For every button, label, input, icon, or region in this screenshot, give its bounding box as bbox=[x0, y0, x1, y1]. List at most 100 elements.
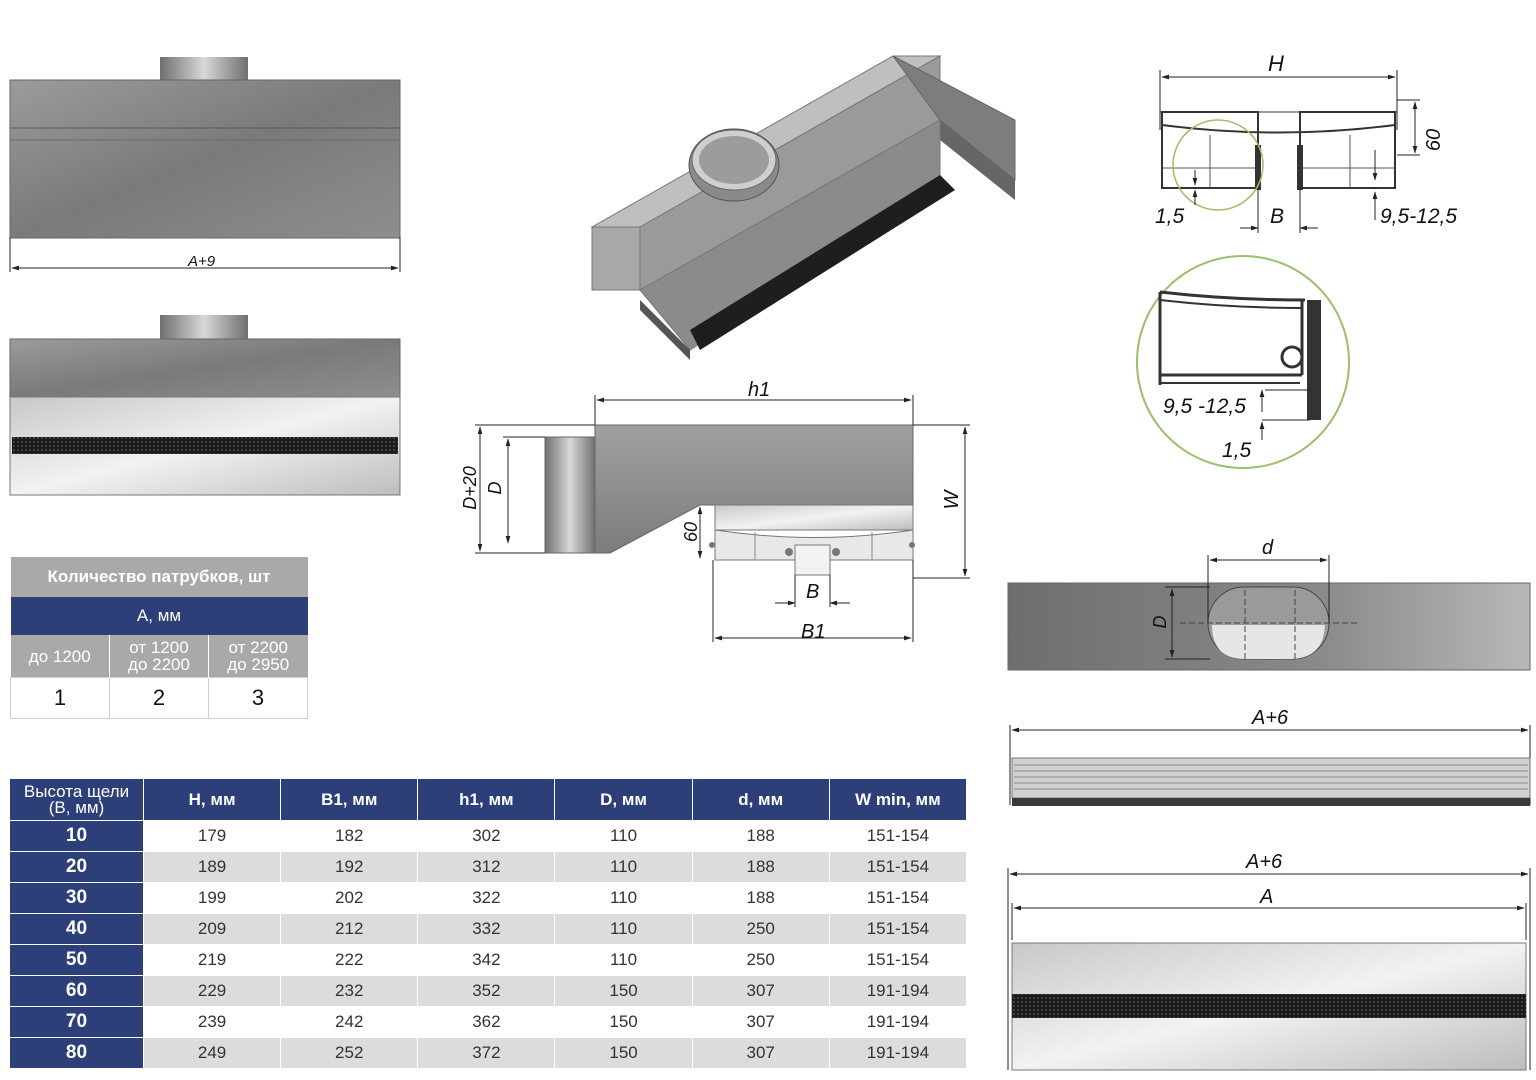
label-b1: B1 bbox=[801, 621, 825, 643]
cell-h1: 302 bbox=[417, 820, 556, 852]
cell-d-small: 307 bbox=[692, 1006, 830, 1038]
label-one-five-top: 1,5 bbox=[1155, 205, 1185, 228]
cell-d-small: 307 bbox=[692, 1037, 830, 1068]
isometric-view bbox=[590, 55, 1016, 360]
cell-d-big: 110 bbox=[554, 851, 693, 883]
cell-d-big: 110 bbox=[554, 944, 693, 976]
cell-h1: 322 bbox=[417, 882, 556, 914]
side-view-top bbox=[9, 57, 401, 272]
label-sixty-top: 60 bbox=[1423, 129, 1445, 151]
cell-h1: 332 bbox=[417, 913, 556, 945]
side-section-view bbox=[475, 395, 970, 642]
label-b-top: B bbox=[1270, 205, 1284, 228]
cell-d-big: 110 bbox=[554, 882, 693, 914]
row-slot-height: 20 bbox=[10, 851, 144, 883]
cell-b1: 182 bbox=[280, 820, 419, 852]
label-h-top: H bbox=[1268, 51, 1284, 76]
cell-d-small: 188 bbox=[692, 851, 830, 883]
label-a-plus-6-second: A+6 bbox=[1245, 851, 1283, 873]
cell-w-min: 151-154 bbox=[829, 882, 968, 914]
cell-d-small: 250 bbox=[692, 944, 830, 976]
cell-b1: 242 bbox=[280, 1006, 419, 1038]
count-table-title: Количество патрубков, шт bbox=[10, 557, 308, 597]
cell-h: 209 bbox=[143, 913, 282, 945]
row-slot-height: 60 bbox=[10, 975, 144, 1007]
row-slot-height: 10 bbox=[10, 820, 144, 852]
cell-h: 229 bbox=[143, 975, 282, 1007]
louver-view bbox=[1009, 725, 1531, 806]
zoom-detail bbox=[1136, 255, 1350, 469]
cell-w-min: 151-154 bbox=[829, 820, 968, 852]
count-value-2: 2 bbox=[109, 677, 209, 719]
cell-d-big: 150 bbox=[554, 975, 693, 1007]
cell-h: 189 bbox=[143, 851, 282, 883]
label-zoom-range: 9,5 -12,5 bbox=[1163, 395, 1246, 418]
cell-d-small: 188 bbox=[692, 882, 830, 914]
label-d-side: D bbox=[485, 482, 505, 495]
spec-header-h1: h1, мм bbox=[417, 779, 556, 821]
row-slot-height: 40 bbox=[10, 913, 144, 945]
cell-d-big: 110 bbox=[554, 820, 693, 852]
row-slot-height: 30 bbox=[10, 882, 144, 914]
spec-header-slot-height: Высота щели(B, мм) bbox=[10, 779, 144, 821]
cell-w-min: 151-154 bbox=[829, 944, 968, 976]
cell-d-small: 307 bbox=[692, 975, 830, 1007]
spec-header-b1: B1, мм bbox=[280, 779, 419, 821]
spec-header-w-min: W min, мм bbox=[829, 779, 968, 821]
label-range-top: 9,5-12,5 bbox=[1380, 205, 1457, 228]
profile-section-view bbox=[1159, 70, 1420, 233]
cell-w-min: 151-154 bbox=[829, 851, 968, 883]
count-value-1: 1 bbox=[10, 677, 110, 719]
cell-d-big: 150 bbox=[554, 1006, 693, 1038]
spec-header-d-big: D, мм bbox=[554, 779, 693, 821]
cell-b1: 222 bbox=[280, 944, 419, 976]
label-a-plus-9: A+9 bbox=[187, 253, 216, 270]
label-w: W bbox=[941, 488, 963, 509]
cell-b1: 232 bbox=[280, 975, 419, 1007]
cell-h: 219 bbox=[143, 944, 282, 976]
row-slot-height: 80 bbox=[10, 1037, 144, 1068]
cell-d-big: 150 bbox=[554, 1037, 693, 1068]
label-d-small: d bbox=[1262, 537, 1274, 559]
nozzle-count-table: Количество патрубков, шт A, мм до 1200 о… bbox=[10, 557, 308, 719]
spec-header-h: H, мм bbox=[143, 779, 282, 821]
row-slot-height: 50 bbox=[10, 944, 144, 976]
label-d-plus-20: D+20 bbox=[460, 466, 480, 510]
front-view-grille bbox=[9, 315, 401, 496]
cell-h: 239 bbox=[143, 1006, 282, 1038]
spec-header-d-small: d, мм bbox=[692, 779, 830, 821]
cell-b1: 202 bbox=[280, 882, 419, 914]
label-d-big: D bbox=[1150, 616, 1170, 629]
cell-h1: 362 bbox=[417, 1006, 556, 1038]
cell-h: 199 bbox=[143, 882, 282, 914]
cell-w-min: 191-194 bbox=[829, 975, 968, 1007]
dimensions-spec-table: Высота щели(B, мм) H, мм B1, мм h1, мм D… bbox=[10, 779, 968, 1068]
plan-view-oval bbox=[1007, 555, 1531, 671]
cell-w-min: 151-154 bbox=[829, 913, 968, 945]
cell-d-small: 188 bbox=[692, 820, 830, 852]
label-a-bottom: A bbox=[1259, 886, 1273, 908]
label-sixty-side: 60 bbox=[681, 522, 701, 542]
cell-h1: 372 bbox=[417, 1037, 556, 1068]
cell-h: 179 bbox=[143, 820, 282, 852]
label-h1: h1 bbox=[748, 379, 770, 401]
cell-d-small: 250 bbox=[692, 913, 830, 945]
cell-w-min: 191-194 bbox=[829, 1006, 968, 1038]
cell-b1: 192 bbox=[280, 851, 419, 883]
count-table-subtitle: A, мм bbox=[10, 597, 308, 635]
label-zoom-one-five: 1,5 bbox=[1222, 439, 1252, 462]
cell-h: 249 bbox=[143, 1037, 282, 1068]
count-col-1: до 1200 bbox=[10, 635, 110, 678]
